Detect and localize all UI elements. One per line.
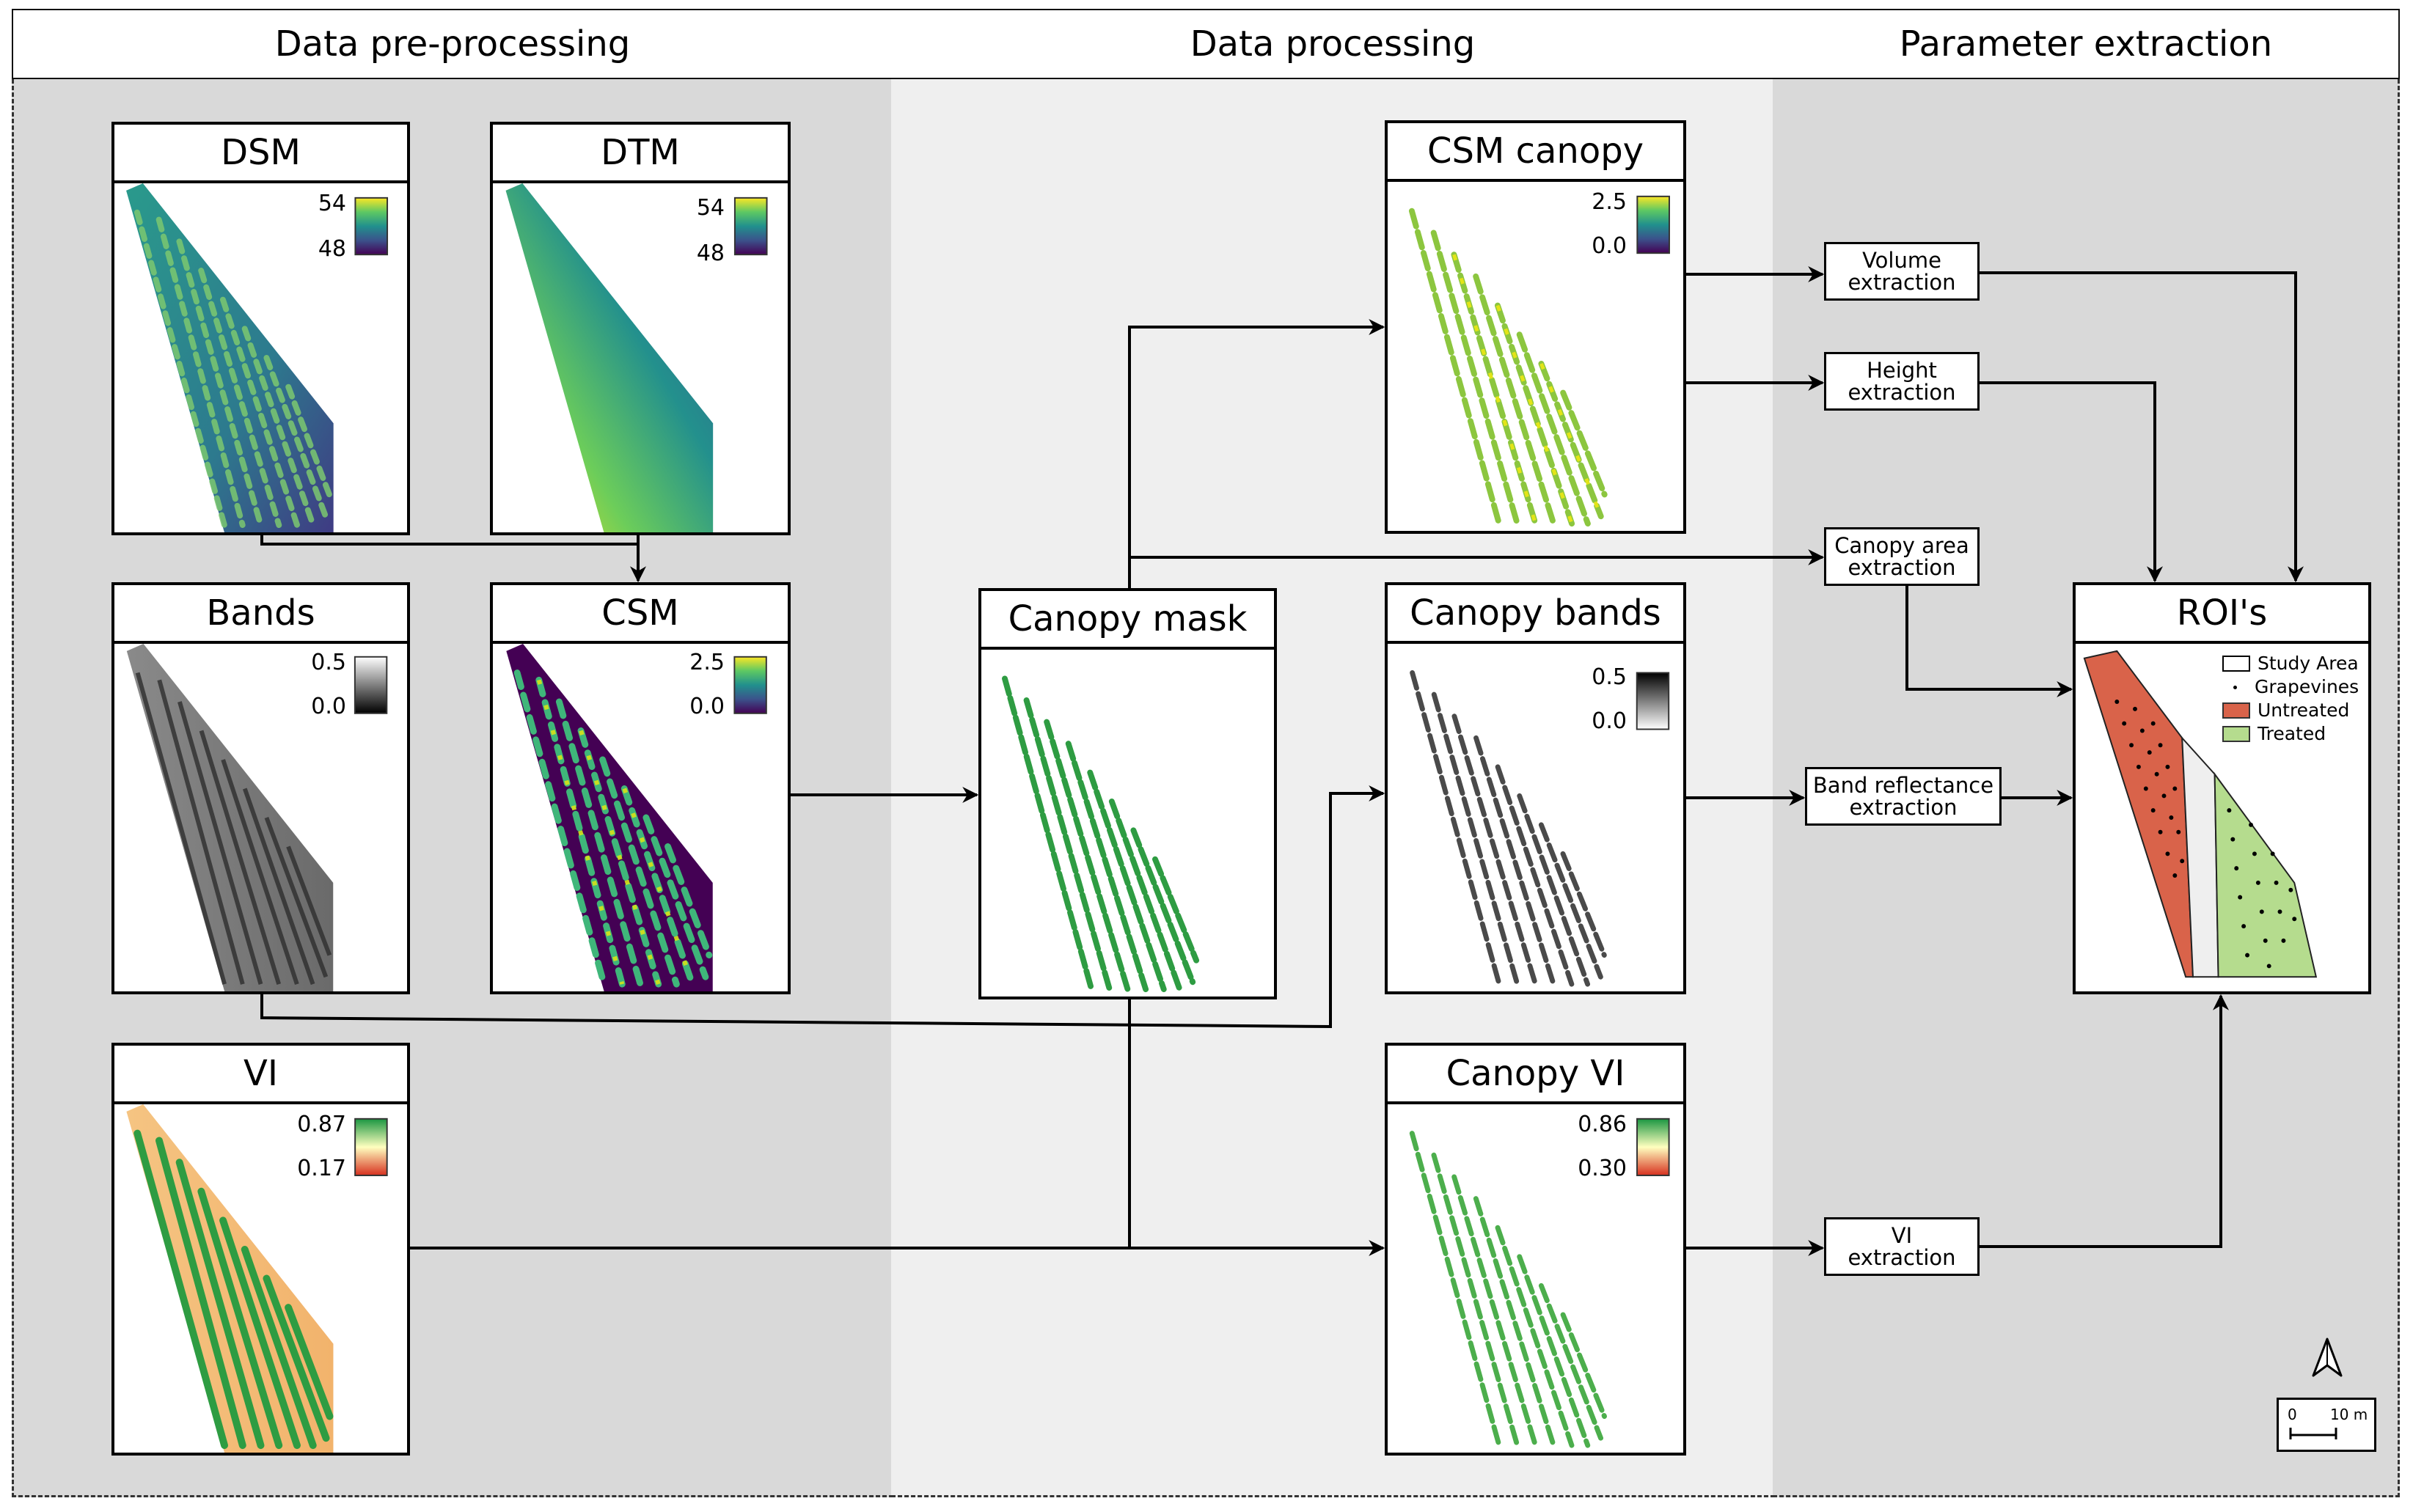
canopy-mask-map [981,650,1274,997]
vi-cbar-min: 0.17 [297,1156,346,1181]
csm-map: 2.5 0.0 [493,644,788,991]
canopy-bands-cbar-min: 0.0 [1592,708,1627,734]
canopy-mask-title: Canopy mask [981,591,1274,650]
dsm-title: DSM [114,125,407,183]
csm-canopy-map: 2.5 0.0 [1388,182,1683,531]
scale-bar-end: 10 m [2330,1406,2368,1423]
csm-canopy-cbar-min: 0.0 [1592,233,1627,259]
legend-treated: Treated [2222,723,2326,744]
grapevine-dot-icon [2222,680,2247,694]
dsm-cbar-min: 48 [318,236,346,262]
csm-cbar-max: 2.5 [689,650,725,675]
vi-title: VI [114,1046,407,1104]
dtm-cbar-max: 54 [696,195,725,221]
untreated-swatch [2222,702,2250,719]
csm-panel: CSM 2.5 0.0 [490,582,791,994]
legend-label: Untreated [2258,700,2350,721]
canopy-bands-cbar-max: 0.5 [1592,664,1627,690]
legend-untreated: Untreated [2222,700,2349,721]
dtm-panel: DTM 54 48 [490,122,791,535]
csm-title: CSM [493,585,788,644]
csm-cbar-min: 0.0 [689,694,725,719]
canopy-vi-cbar-min: 0.30 [1578,1156,1627,1181]
csm-canopy-cbar-max: 2.5 [1592,189,1627,215]
dtm-title: DTM [493,125,788,183]
csm-canopy-title: CSM canopy [1388,123,1683,182]
canopy-bands-map: 0.5 0.0 [1388,644,1683,991]
rois-map: Study Area Grapevines Untreated Treated [2076,644,2368,991]
bands-title: Bands [114,585,407,644]
vi-cbar-max: 0.87 [297,1112,346,1137]
vi-panel: VI 0.87 0.17 [111,1043,410,1456]
dsm-map: 54 48 [114,183,407,532]
canopy-mask-panel: Canopy mask [978,588,1277,999]
dsm-panel: DSM 54 48 [111,122,410,535]
scale-bar: 0 10 m [2277,1398,2376,1452]
canopy-vi-panel: Canopy VI 0.86 0.30 [1385,1043,1686,1456]
canopy-vi-cbar-max: 0.86 [1578,1112,1627,1137]
canopy-bands-panel: Canopy bands 0.5 0.0 [1385,582,1686,994]
scale-bar-start: 0 [2288,1406,2297,1423]
rois-panel: ROI's Study [2073,582,2371,994]
bands-map: 0.5 0.0 [114,644,407,991]
canopy-vi-title: Canopy VI [1388,1046,1683,1104]
canopy-vi-map: 0.86 0.30 [1388,1104,1683,1453]
vi-map: 0.87 0.17 [114,1104,407,1453]
canopy-bands-title: Canopy bands [1388,585,1683,644]
legend-study-area: Study Area [2222,653,2359,674]
header-processing: Data processing [892,9,1775,79]
legend-label: Treated [2258,723,2326,744]
rois-title: ROI's [2076,585,2368,644]
csm-canopy-panel: CSM canopy 2.5 0.0 [1385,120,1686,534]
dsm-cbar-max: 54 [318,191,346,216]
bands-cbar-min: 0.0 [311,694,346,719]
header-preprocessing: Data pre-processing [12,9,893,79]
dtm-map: 54 48 [493,183,788,532]
legend-label: Study Area [2258,653,2359,674]
bands-cbar-max: 0.5 [311,650,346,675]
legend-label: Grapevines [2255,676,2359,697]
header-extraction: Parameter extraction [1773,9,2400,79]
legend-grapevines: Grapevines [2222,676,2359,697]
treated-swatch [2222,725,2250,742]
bands-panel: Bands 0.5 0.0 [111,582,410,994]
north-arrow-icon [2309,1336,2346,1380]
dtm-cbar-min: 48 [696,241,725,266]
study-area-swatch [2222,655,2250,672]
